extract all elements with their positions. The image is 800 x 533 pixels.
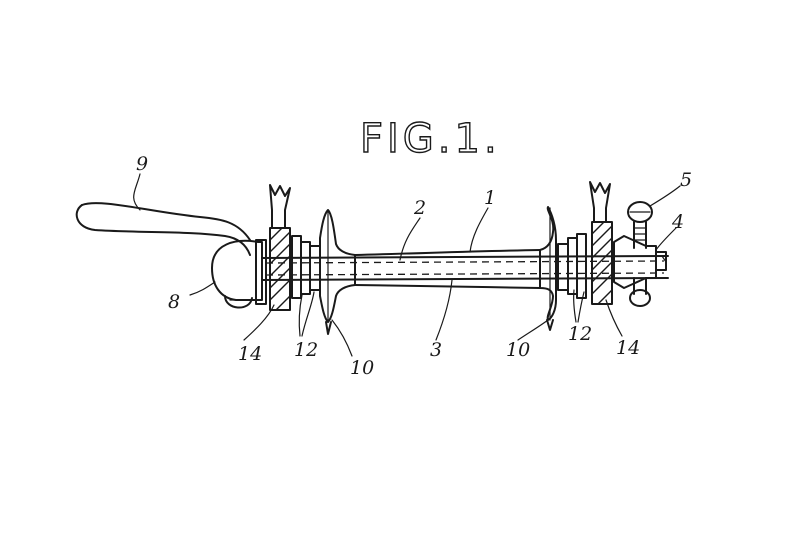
right-flange [539, 206, 557, 331]
label-4: 4 [671, 211, 684, 233]
label-3: 3 [430, 339, 442, 361]
left-fork-end [269, 184, 291, 311]
right-locknuts [557, 233, 587, 299]
label-14-right: 14 [616, 337, 640, 359]
adjusting-nut [613, 235, 667, 289]
label-10-right: 10 [506, 339, 530, 361]
label-12-left: 12 [294, 339, 318, 361]
quick-release-lever [75, 202, 251, 256]
label-8: 8 [168, 291, 180, 313]
axle-skewer [261, 255, 669, 281]
figure-title: FIG.1. [360, 116, 501, 162]
hub-barrel [354, 249, 541, 289]
thumb-screw [627, 201, 653, 307]
left-locknuts [291, 235, 321, 299]
label-10-left: 10 [350, 357, 374, 379]
label-14-left: 14 [238, 343, 262, 365]
label-1: 1 [484, 187, 496, 209]
label-2: 2 [413, 197, 426, 219]
label-9: 9 [136, 153, 148, 175]
right-fork-end [589, 181, 613, 305]
left-flange [319, 209, 356, 335]
cam-housing [211, 239, 267, 309]
label-5: 5 [680, 169, 692, 191]
leader-lines [133, 173, 681, 357]
label-12-right: 12 [568, 323, 592, 345]
